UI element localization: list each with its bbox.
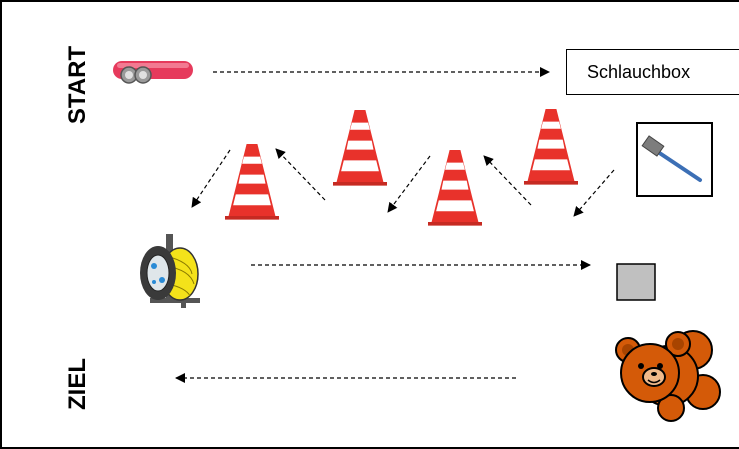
cable-reel-icon [140, 234, 200, 308]
traffic-cone-icon [225, 144, 279, 220]
hammer-icon [636, 122, 713, 197]
traffic-cone-icon [428, 150, 482, 226]
teddy-bear-icon [615, 330, 721, 422]
arrow-cone3-to-cone2 [387, 155, 431, 213]
schlauchbox-label: Schlauchbox [566, 49, 739, 95]
hose-coupling-icon [113, 61, 193, 84]
arrow-cone1-to-reel [191, 149, 231, 208]
arrow-cone2-to-cone1 [275, 148, 326, 201]
arrow-cone4-to-cone3 [483, 155, 532, 206]
square-icon [616, 263, 656, 301]
arrow-hammer-to-cone4 [573, 169, 615, 217]
traffic-cone-icon [524, 109, 578, 185]
traffic-cone-icon [333, 110, 387, 186]
